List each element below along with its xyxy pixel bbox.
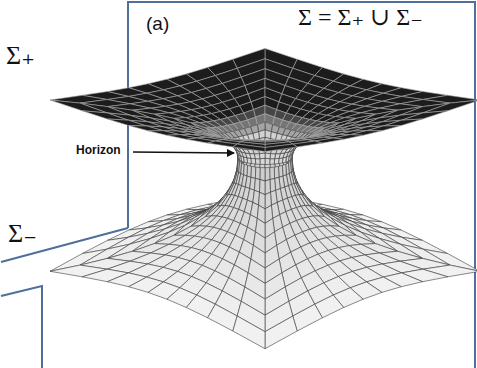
lower-sheet-cell [265, 168, 270, 181]
formula-label: Σ = Σ₊ ∪ Σ₋ [298, 4, 423, 30]
lower-sheet-cell [208, 304, 238, 331]
leader-arrow [133, 152, 234, 153]
upper-sheet-cell [233, 144, 265, 152]
lower-sheet-cell [274, 166, 279, 178]
lower-sheet-cell [251, 166, 256, 178]
lower-sheet-cell [254, 179, 260, 193]
lower-sheet-cell [270, 179, 276, 193]
upper-sheet-cell [423, 100, 477, 113]
upper-sheet-cell [260, 158, 265, 164]
upper-sheet-cell [367, 126, 402, 131]
upper-sheet-cell [270, 159, 275, 165]
lower-sheet-cell [233, 316, 265, 349]
sheet-label: Σ₊ [6, 42, 35, 71]
upper-sheet-cell [293, 141, 323, 147]
upper-sheet-cell [274, 158, 279, 164]
callout-frame [1, 286, 42, 368]
lower-sheet-cell [265, 316, 297, 349]
upper-sheet-cell [107, 119, 146, 126]
upper-sheet-cell [254, 154, 260, 159]
upper-sheet-cell [265, 158, 270, 164]
lower-sheet-cell [293, 304, 323, 331]
sheet-label: Σ₋ [8, 220, 37, 249]
panel-letter: (a) [146, 14, 169, 35]
upper-sheet-cell [402, 111, 448, 120]
upper-sheet-cell [265, 144, 297, 152]
upper-sheet-cell [50, 100, 107, 113]
lower-sheet-cell [260, 168, 265, 181]
upper-sheet-cell [270, 154, 276, 159]
upper-sheet-cell [255, 159, 260, 165]
upper-sheet-cell [82, 111, 128, 120]
lower-sheet-cell [270, 167, 275, 180]
lower-sheet-cell [255, 167, 260, 180]
upper-sheet-cell [383, 119, 422, 126]
callout-frame [128, 2, 475, 368]
upper-sheet-cell [251, 158, 256, 164]
horizon-label: Horizon [76, 144, 121, 157]
upper-sheet-cell [129, 126, 164, 131]
upper-sheet-cell [208, 141, 238, 147]
